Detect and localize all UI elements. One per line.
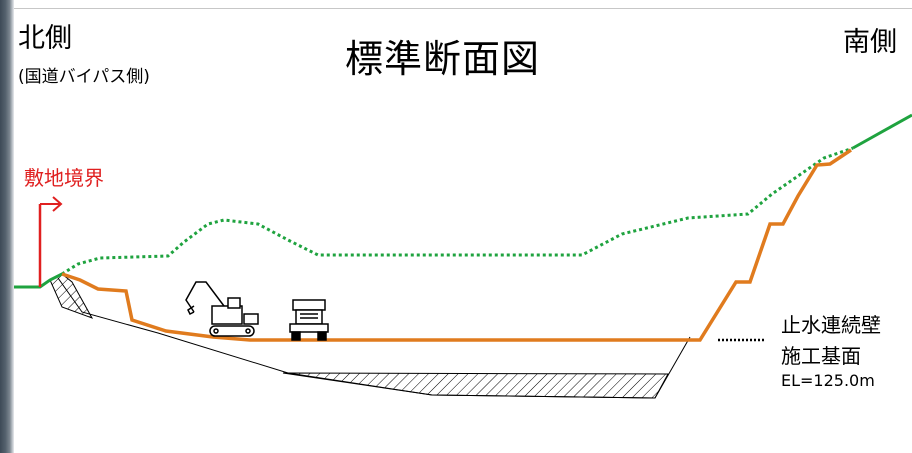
site-boundary-label: 敷地境界 xyxy=(24,166,104,190)
left-hatched-slope xyxy=(49,273,94,319)
window-edge xyxy=(0,0,14,453)
site-boundary-marker xyxy=(38,196,63,287)
north-side-sublabel: (国道バイパス側) xyxy=(18,67,150,87)
bottom-hatched-region xyxy=(282,372,669,399)
excavation-line xyxy=(61,148,852,342)
construction-level-elevation: EL=125.0m xyxy=(781,371,875,390)
ground-line-right xyxy=(852,113,912,150)
excavator-icon xyxy=(185,281,259,337)
construction-level-label-line2: 施工基面 xyxy=(781,344,861,368)
ground-line-left xyxy=(14,272,63,289)
top-border xyxy=(14,8,912,9)
north-side-label: 北側 xyxy=(18,23,72,54)
south-side-label: 南側 xyxy=(843,27,897,58)
construction-level-label-line1: 止水連続壁 xyxy=(781,313,881,337)
original-ground-line xyxy=(61,146,854,276)
diagram-title: 標準断面図 xyxy=(345,37,541,81)
dump-truck-icon xyxy=(289,299,329,341)
